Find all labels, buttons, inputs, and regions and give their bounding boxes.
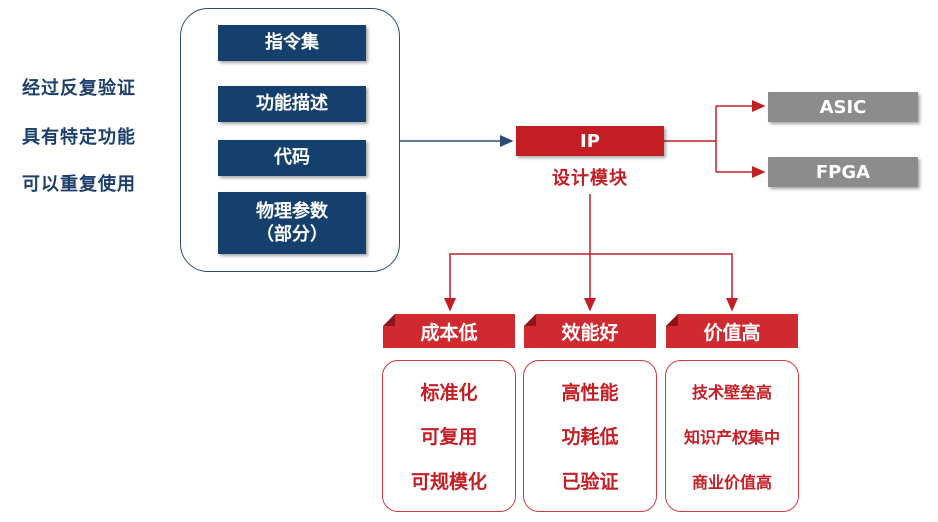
- category-tab-value: 价值高: [666, 314, 798, 348]
- panel-item: 功耗低: [561, 426, 619, 449]
- panel-item: 高性能: [561, 381, 619, 404]
- left-text-1: 经过反复验证: [22, 78, 136, 99]
- item-function-description: 功能描述: [218, 86, 366, 122]
- panel-item: 商业价值高: [691, 472, 772, 492]
- item-instruction-set: 指令集: [218, 25, 366, 61]
- arrow-branch: [449, 253, 733, 310]
- ip-sublabel: 设计模块: [552, 168, 628, 189]
- panel-item: 可规模化: [410, 471, 487, 494]
- item-code: 代码: [218, 140, 366, 176]
- category-title-efficiency: 效能好: [561, 321, 619, 344]
- arrow-ip-to-targets: [664, 106, 717, 172]
- panel-item: 技术壁垒高: [691, 383, 772, 403]
- panel-item: 已验证: [561, 471, 619, 494]
- item-physical-params-line2: （部分）: [256, 224, 328, 245]
- category-panel-value: 技术壁垒高 知识产权集中 商业价值高: [665, 360, 799, 512]
- category-title-value: 价值高: [703, 321, 761, 344]
- panel-item: 知识产权集中: [683, 427, 780, 447]
- category-panel-cost: 标准化 可复用 可规模化: [382, 360, 516, 512]
- category-tab-cost: 成本低: [383, 314, 515, 348]
- item-physical-params-line1: 物理参数: [256, 200, 328, 222]
- category-title-cost: 成本低: [420, 321, 478, 344]
- category-tab-efficiency: 效能好: [524, 314, 656, 348]
- left-text-3: 可以重复使用: [22, 174, 136, 195]
- target-fpga: FPGA: [768, 157, 918, 187]
- ip-box: IP: [516, 126, 664, 156]
- left-text-2: 具有特定功能: [22, 127, 136, 148]
- item-physical-params: 物理参数 （部分）: [218, 192, 366, 254]
- panel-item: 标准化: [420, 381, 478, 404]
- panel-item: 可复用: [420, 426, 478, 449]
- category-panel-efficiency: 高性能 功耗低 已验证: [523, 360, 657, 512]
- target-asic: ASIC: [768, 92, 918, 122]
